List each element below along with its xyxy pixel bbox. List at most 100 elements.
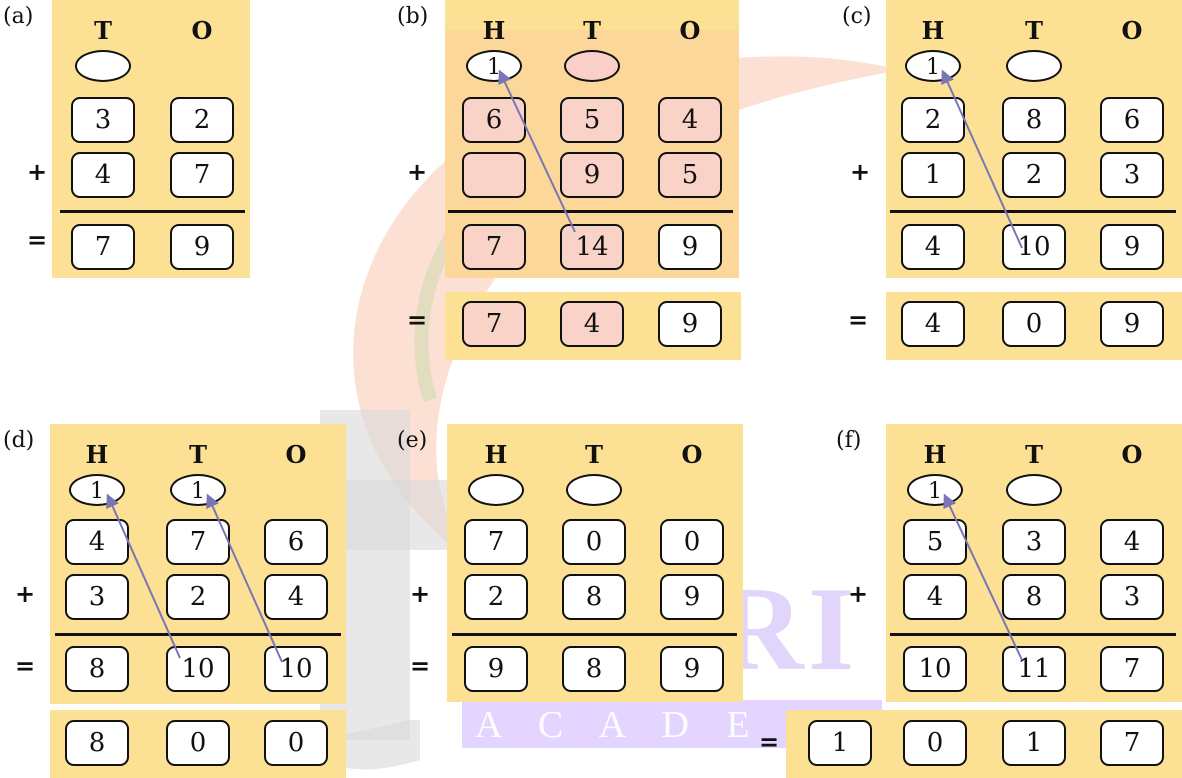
carry-oval xyxy=(75,50,131,82)
column-header: O xyxy=(1121,440,1143,469)
digit-box: 8 xyxy=(1002,97,1066,143)
carry-oval xyxy=(468,474,524,506)
panel-label-a: (a) xyxy=(3,4,34,29)
final-box: 8 xyxy=(65,720,129,766)
result-box: 10 xyxy=(264,646,328,692)
carry-oval: 1 xyxy=(905,50,961,82)
column-header: T xyxy=(1025,16,1043,45)
digit-box: 2 xyxy=(166,574,230,620)
digit-box: 4 xyxy=(264,574,328,620)
sum-line xyxy=(448,210,733,213)
digit-box: 6 xyxy=(462,97,526,143)
result-box: 4 xyxy=(901,224,965,270)
digit-box: 2 xyxy=(464,574,528,620)
plus-sign: + xyxy=(406,158,428,186)
result-box: 10 xyxy=(166,646,230,692)
result-box: 10 xyxy=(903,646,967,692)
final-box: 4 xyxy=(560,301,624,347)
digit-box: 9 xyxy=(560,152,624,198)
column-header: H xyxy=(85,440,109,469)
column-header: O xyxy=(679,16,701,45)
column-header: T xyxy=(189,440,207,469)
column-header: H xyxy=(484,440,508,469)
carry-oval: 1 xyxy=(69,474,125,506)
final-box: 0 xyxy=(1002,301,1066,347)
digit-box: 8 xyxy=(1002,574,1066,620)
result-box: 7 xyxy=(462,224,526,270)
final-box: 1 xyxy=(808,720,872,766)
plus-sign: + xyxy=(26,158,48,186)
result-box: 10 xyxy=(1002,224,1066,270)
carry-oval xyxy=(1006,474,1062,506)
result-box: 7 xyxy=(1100,646,1164,692)
result-box: 9 xyxy=(658,224,722,270)
digit-box: 3 xyxy=(1100,152,1164,198)
final-box: 4 xyxy=(901,301,965,347)
sum-line xyxy=(890,633,1176,636)
column-header: T xyxy=(583,16,601,45)
plus-sign: + xyxy=(849,158,871,186)
digit-box: 6 xyxy=(1100,97,1164,143)
digit-box: 2 xyxy=(901,97,965,143)
carry-oval xyxy=(564,50,620,82)
digit-box xyxy=(462,152,526,198)
panel-label-f: (f) xyxy=(836,428,862,453)
digit-box: 1 xyxy=(901,152,965,198)
digit-box: 7 xyxy=(166,519,230,565)
final-box: 9 xyxy=(658,301,722,347)
plus-sign: + xyxy=(847,580,869,608)
digit-box: 0 xyxy=(660,519,724,565)
equals-sign: = xyxy=(409,652,431,680)
column-header: H xyxy=(482,16,506,45)
digit-box: 2 xyxy=(1002,152,1066,198)
panel-label-e: (e) xyxy=(397,428,428,453)
equals-sign: = xyxy=(26,226,48,254)
result-box: 11 xyxy=(1002,646,1066,692)
result-box: 9 xyxy=(170,224,234,270)
column-header: T xyxy=(94,16,112,45)
final-box: 1 xyxy=(1002,720,1066,766)
carry-oval: 1 xyxy=(466,50,522,82)
result-box: 14 xyxy=(560,224,624,270)
final-box: 7 xyxy=(1100,720,1164,766)
final-box: 0 xyxy=(903,720,967,766)
digit-box: 8 xyxy=(562,574,626,620)
digit-box: 5 xyxy=(903,519,967,565)
final-box: 9 xyxy=(1100,301,1164,347)
column-header: H xyxy=(921,16,945,45)
carry-oval xyxy=(566,474,622,506)
digit-box: 4 xyxy=(65,519,129,565)
digit-box: 9 xyxy=(660,574,724,620)
column-header: H xyxy=(923,440,947,469)
digit-box: 5 xyxy=(658,152,722,198)
equals-sign: = xyxy=(14,652,36,680)
equals-sign: = xyxy=(847,306,869,334)
equals-sign: = xyxy=(758,728,780,756)
digit-box: 3 xyxy=(71,97,135,143)
plus-sign: + xyxy=(14,580,36,608)
plus-sign: + xyxy=(409,580,431,608)
digit-box: 5 xyxy=(560,97,624,143)
digit-box: 3 xyxy=(65,574,129,620)
column-header: O xyxy=(1121,16,1143,45)
column-header: O xyxy=(285,440,307,469)
digit-box: 7 xyxy=(170,152,234,198)
digit-box: 0 xyxy=(562,519,626,565)
column-header: T xyxy=(585,440,603,469)
carry-oval: 1 xyxy=(170,474,226,506)
digit-box: 4 xyxy=(903,574,967,620)
final-box: 7 xyxy=(462,301,526,347)
result-box: 9 xyxy=(464,646,528,692)
result-box: 7 xyxy=(71,224,135,270)
panel-label-b: (b) xyxy=(397,4,429,29)
sum-line xyxy=(60,210,245,213)
result-box: 8 xyxy=(65,646,129,692)
digit-box: 7 xyxy=(464,519,528,565)
digit-box: 6 xyxy=(264,519,328,565)
column-header: T xyxy=(1025,440,1043,469)
sum-line xyxy=(890,210,1176,213)
digit-box: 4 xyxy=(1100,519,1164,565)
digit-box: 2 xyxy=(170,97,234,143)
carry-oval xyxy=(1006,50,1062,82)
sum-line xyxy=(55,633,341,636)
